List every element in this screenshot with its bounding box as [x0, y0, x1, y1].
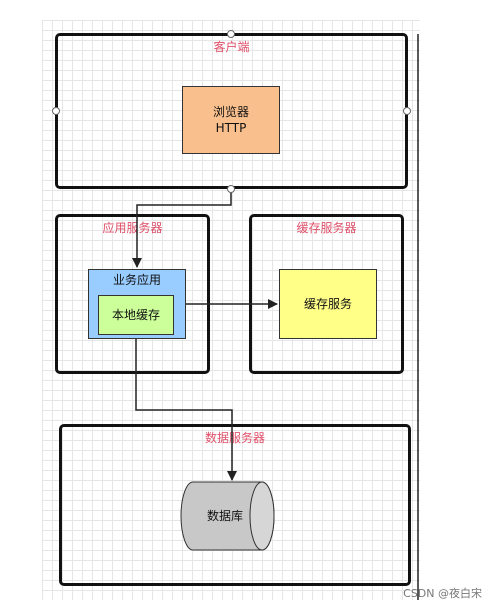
app-server-frame: 应用服务器	[55, 214, 210, 374]
browser-to-app-connector	[132, 189, 232, 268]
cache-service-node[interactable]: 缓存服务	[279, 269, 377, 339]
app-server-label: 应用服务器	[102, 221, 163, 235]
database-label: 数据库	[206, 509, 243, 523]
local-cache-label: 本地缓存	[111, 308, 160, 322]
client-top-anchor	[227, 30, 235, 38]
local-cache-to-database-connector	[135, 339, 237, 481]
browser-protocol-label: HTTP	[215, 121, 247, 135]
client-label: 客户端	[213, 40, 250, 54]
database-node[interactable]: 数据库	[190, 500, 260, 532]
client-right-anchor	[403, 107, 411, 115]
browser-node[interactable]: 浏览器 HTTP	[182, 86, 280, 154]
local-cache-node[interactable]: 本地缓存	[98, 295, 174, 335]
business-app-label: 业务应用	[112, 273, 161, 287]
cache-server-frame: 缓存服务器	[249, 214, 404, 374]
db-server-label: 数据服务器	[204, 431, 265, 445]
client-left-anchor	[52, 107, 60, 115]
watermark: CSDN @夜白宋	[403, 587, 482, 600]
cache-server-label: 缓存服务器	[296, 221, 357, 235]
browser-label: 浏览器	[212, 105, 249, 119]
database-cylinder[interactable]	[180, 481, 275, 551]
db-server-frame: 数据服务器	[59, 424, 411, 586]
cache-service-label: 缓存服务	[303, 297, 352, 311]
client-bottom-anchor	[227, 185, 235, 193]
